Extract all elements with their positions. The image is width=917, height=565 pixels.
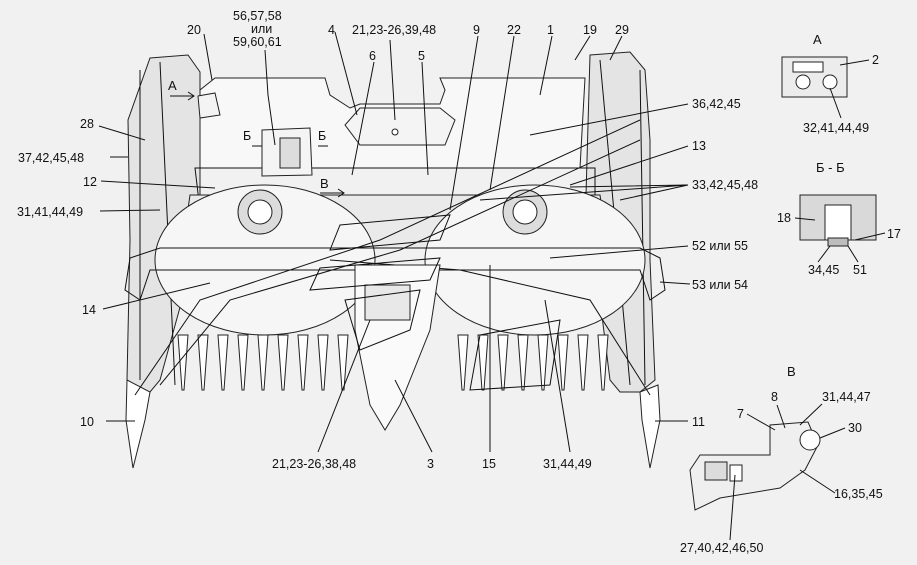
label-17: 17 [887, 227, 901, 241]
knife-tooth [337, 334, 349, 391]
view-markers: А В Б Б [168, 78, 345, 198]
label-56b: или [251, 22, 272, 36]
label-30: 30 [848, 421, 862, 435]
left-divider [125, 54, 201, 469]
label-21b: 21,23-26,38,48 [272, 457, 356, 471]
cut-mark-right: Б [318, 129, 326, 143]
label-37: 37,42,45,48 [18, 151, 84, 165]
knife-tooth [517, 334, 529, 391]
label-28: 28 [80, 117, 94, 131]
label-19: 19 [583, 23, 597, 37]
label-27: 27,40,42,46,50 [680, 541, 763, 555]
label-31b: 31,44,49 [543, 457, 592, 471]
label-7: 7 [737, 407, 744, 421]
knife-tooth [457, 334, 469, 391]
knife-tooth [297, 334, 309, 391]
label-36: 36,42,45 [692, 97, 741, 111]
knife-tooth [317, 334, 329, 391]
label-20: 20 [187, 23, 201, 37]
label-53: 53 или 54 [692, 278, 748, 292]
label-3: 3 [427, 457, 434, 471]
label-15: 15 [482, 457, 496, 471]
label-31a: 31,41,44,49 [17, 205, 83, 219]
marker-v: В [320, 176, 329, 191]
right-drum [424, 184, 646, 336]
label-11: 11 [692, 415, 705, 429]
label-22: 22 [507, 23, 521, 37]
label-29: 29 [615, 23, 629, 37]
guard-frame [124, 247, 666, 301]
main-view [124, 51, 666, 469]
label-21a: 21,23-26,39,48 [352, 23, 436, 37]
detail-view-v: В [689, 364, 821, 511]
knife-tooth [477, 334, 489, 391]
knife-tooth [537, 334, 549, 391]
label-16: 16,35,45 [834, 487, 883, 501]
label-6: 6 [369, 49, 376, 63]
label-4: 4 [328, 23, 335, 37]
section-title: Б - Б [816, 160, 845, 175]
section-b-b: Б - Б [799, 160, 877, 247]
knife-tooth [577, 334, 589, 391]
cut-mark-left: Б [243, 129, 251, 143]
label-2: 2 [872, 53, 879, 67]
knife-teeth [177, 334, 609, 391]
label-31c: 31,44,47 [822, 390, 871, 404]
knife-tooth [197, 334, 209, 391]
label-51: 51 [853, 263, 867, 277]
knife-tooth [257, 334, 269, 391]
callout-labels: 20 56,57,58 или 59,60,61 4 21,23-26,39,4… [17, 9, 901, 555]
knife-tooth [237, 334, 249, 391]
view-a-title: А [813, 32, 822, 47]
label-13: 13 [692, 139, 706, 153]
label-8: 8 [771, 390, 778, 404]
label-9: 9 [473, 23, 480, 37]
knife-tooth [497, 334, 509, 391]
knife-tooth [177, 334, 189, 391]
label-33: 33,42,45,48 [692, 178, 758, 192]
knife-tooth [597, 334, 609, 391]
marker-a: А [168, 78, 177, 93]
knife-tooth [557, 334, 569, 391]
label-56c: 59,60,61 [233, 35, 282, 49]
label-56a: 56,57,58 [233, 9, 282, 23]
label-1: 1 [547, 23, 554, 37]
leader-lines [98, 31, 886, 541]
detail-view-a: А [781, 32, 848, 98]
knife-tooth [277, 334, 289, 391]
left-drum [154, 184, 376, 336]
knife-tooth [217, 334, 229, 391]
label-5: 5 [418, 49, 425, 63]
label-34: 34,45 [808, 263, 839, 277]
label-52: 52 или 55 [692, 239, 748, 253]
center-bracket [344, 107, 456, 146]
label-10: 10 [80, 415, 94, 429]
label-32: 32,41,44,49 [803, 121, 869, 135]
label-12: 12 [83, 175, 97, 189]
view-v-title: В [787, 364, 796, 379]
label-18: 18 [777, 211, 791, 225]
label-14: 14 [82, 303, 96, 317]
